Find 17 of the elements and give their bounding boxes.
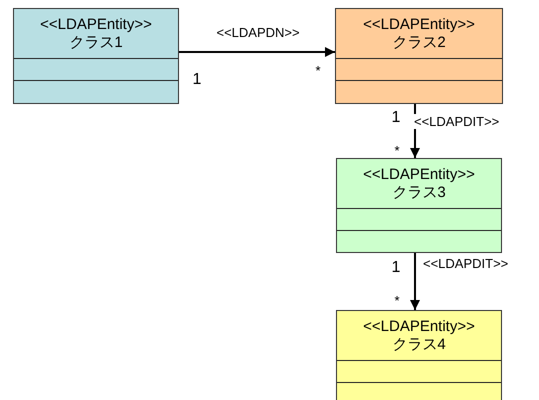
edge-label: <<LDAPDN>> bbox=[216, 25, 301, 40]
stereotype-text: <<LDAPEntity>> bbox=[363, 318, 475, 336]
edge-label: <<LDAPDIT>> bbox=[422, 256, 510, 271]
class-name: クラス3 bbox=[392, 184, 446, 202]
class-box bbox=[336, 310, 502, 400]
class-name: クラス1 bbox=[69, 34, 123, 52]
stereotype-text: <<LDAPEntity>> bbox=[363, 166, 475, 184]
class-box bbox=[336, 158, 502, 253]
stereotype-text: <<LDAPEntity>> bbox=[40, 16, 152, 34]
arrow bbox=[410, 253, 420, 310]
class-box bbox=[335, 8, 503, 104]
edge-label: <<LDAPDIT>> bbox=[413, 114, 500, 129]
arrow bbox=[179, 47, 335, 57]
class-name: クラス2 bbox=[392, 34, 446, 52]
class-name: クラス4 bbox=[392, 336, 446, 354]
class-box bbox=[13, 8, 179, 104]
stereotype-text: <<LDAPEntity>> bbox=[363, 16, 475, 34]
